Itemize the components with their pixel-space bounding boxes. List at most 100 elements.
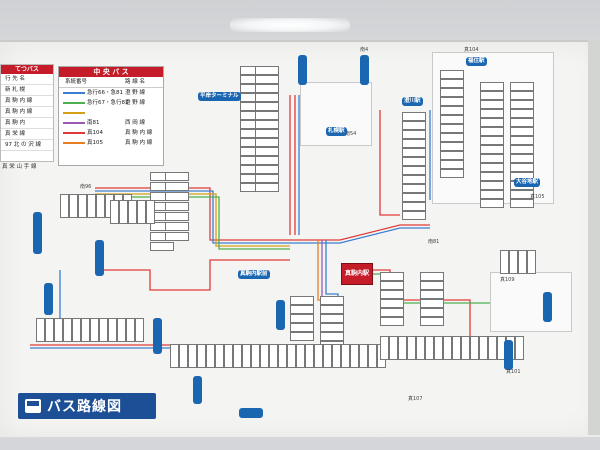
bus-stop-vertical[interactable] — [443, 336, 452, 360]
bus-stop[interactable] — [440, 97, 464, 106]
bus-stop-vertical[interactable] — [137, 200, 146, 224]
bus-stop[interactable] — [255, 111, 279, 120]
hub-hiragishi-terminal[interactable]: 平岸ターミナル — [198, 92, 241, 101]
bus-stop[interactable] — [402, 166, 426, 175]
bus-stop[interactable] — [402, 148, 426, 157]
bus-stop-vertical[interactable] — [380, 336, 389, 360]
bus-stop[interactable] — [480, 199, 504, 208]
bus-stop[interactable] — [510, 118, 534, 127]
bus-stop[interactable] — [480, 163, 504, 172]
bus-stop-vertical[interactable] — [78, 194, 87, 218]
bus-stop-vertical[interactable] — [179, 344, 188, 368]
bus-stop-vertical[interactable] — [479, 336, 488, 360]
bus-stop[interactable] — [420, 299, 444, 308]
bus-stop-vertical[interactable] — [233, 344, 242, 368]
bus-stop-vertical[interactable] — [135, 318, 144, 342]
bus-stop[interactable] — [255, 174, 279, 183]
bus-stop[interactable] — [165, 212, 189, 221]
bus-stop[interactable] — [440, 169, 464, 178]
bus-stop-vertical[interactable] — [117, 318, 126, 342]
bus-stop[interactable] — [255, 93, 279, 102]
bus-stop[interactable] — [255, 66, 279, 75]
bus-stop[interactable] — [165, 202, 189, 211]
bus-stop-vertical[interactable] — [119, 200, 128, 224]
bus-stop[interactable] — [440, 142, 464, 151]
bus-stop[interactable] — [255, 183, 279, 192]
bus-stop-vertical[interactable] — [461, 336, 470, 360]
bus-stop-vertical[interactable] — [99, 318, 108, 342]
hub-sapporo-station[interactable]: 札幌駅 — [326, 127, 347, 136]
bus-stop-vertical[interactable] — [509, 250, 518, 274]
bus-stop[interactable] — [380, 281, 404, 290]
bus-stop[interactable] — [402, 121, 426, 130]
vhub-south-2[interactable] — [276, 300, 285, 330]
bus-stop-vertical[interactable] — [407, 336, 416, 360]
bus-stop-vertical[interactable] — [63, 318, 72, 342]
bus-stop-vertical[interactable] — [323, 344, 332, 368]
vhub-east-2[interactable] — [543, 292, 552, 322]
bus-stop[interactable] — [290, 305, 314, 314]
bus-stop-vertical[interactable] — [90, 318, 99, 342]
bus-stop[interactable] — [165, 182, 189, 191]
bus-stop[interactable] — [255, 75, 279, 84]
bus-stop[interactable] — [402, 193, 426, 202]
bus-stop[interactable] — [402, 211, 426, 220]
bus-stop[interactable] — [402, 184, 426, 193]
bus-stop[interactable] — [255, 120, 279, 129]
bus-stop[interactable] — [440, 115, 464, 124]
bus-stop[interactable] — [320, 332, 344, 341]
bus-stop[interactable] — [150, 242, 174, 251]
bus-stop[interactable] — [440, 124, 464, 133]
bus-stop-vertical[interactable] — [69, 194, 78, 218]
bus-stop-vertical[interactable] — [296, 344, 305, 368]
bus-stop-vertical[interactable] — [500, 250, 509, 274]
bus-stop[interactable] — [480, 136, 504, 145]
bus-stop-vertical[interactable] — [96, 194, 105, 218]
bus-stop-vertical[interactable] — [434, 336, 443, 360]
makomanai-station[interactable]: 真駒内駅 — [341, 263, 373, 285]
bus-stop-vertical[interactable] — [425, 336, 434, 360]
bus-stop-vertical[interactable] — [416, 336, 425, 360]
bus-stop-vertical[interactable] — [128, 200, 137, 224]
bus-stop[interactable] — [420, 308, 444, 317]
bus-stop[interactable] — [510, 82, 534, 91]
bus-stop[interactable] — [255, 138, 279, 147]
bus-stop[interactable] — [480, 145, 504, 154]
bus-stop-vertical[interactable] — [350, 344, 359, 368]
bus-stop[interactable] — [480, 181, 504, 190]
bus-stop-vertical[interactable] — [527, 250, 536, 274]
bus-stop-vertical[interactable] — [260, 344, 269, 368]
hub-oyachi-station[interactable]: 大谷地駅 — [514, 178, 541, 187]
bus-stop[interactable] — [255, 165, 279, 174]
bus-stop[interactable] — [290, 323, 314, 332]
bus-stop[interactable] — [255, 156, 279, 165]
bus-stop[interactable] — [440, 133, 464, 142]
bus-stop[interactable] — [380, 299, 404, 308]
bus-stop-vertical[interactable] — [515, 336, 524, 360]
bus-stop-vertical[interactable] — [54, 318, 63, 342]
vhub-north-2[interactable] — [360, 55, 369, 85]
bus-stop[interactable] — [255, 84, 279, 93]
bus-stop-vertical[interactable] — [269, 344, 278, 368]
bus-stop[interactable] — [255, 147, 279, 156]
bus-stop-vertical[interactable] — [305, 344, 314, 368]
bus-stop-vertical[interactable] — [452, 336, 461, 360]
bus-stop-vertical[interactable] — [359, 344, 368, 368]
bus-stop-vertical[interactable] — [314, 344, 323, 368]
vhub-south-4[interactable] — [239, 408, 263, 418]
bus-stop-vertical[interactable] — [36, 318, 45, 342]
bus-stop[interactable] — [480, 154, 504, 163]
bus-stop[interactable] — [510, 91, 534, 100]
hub-makomanai-front[interactable]: 真駒内駅前 — [238, 270, 270, 279]
bus-stop[interactable] — [380, 290, 404, 299]
vhub-west-1[interactable] — [33, 212, 42, 254]
vhub-west-3[interactable] — [44, 283, 53, 315]
bus-stop[interactable] — [290, 332, 314, 341]
bus-stop-vertical[interactable] — [108, 318, 117, 342]
vhub-south-3[interactable] — [193, 376, 202, 404]
vhub-east[interactable] — [504, 340, 513, 370]
bus-stop[interactable] — [480, 109, 504, 118]
bus-stop[interactable] — [440, 88, 464, 97]
bus-stop-vertical[interactable] — [518, 250, 527, 274]
bus-stop[interactable] — [480, 100, 504, 109]
